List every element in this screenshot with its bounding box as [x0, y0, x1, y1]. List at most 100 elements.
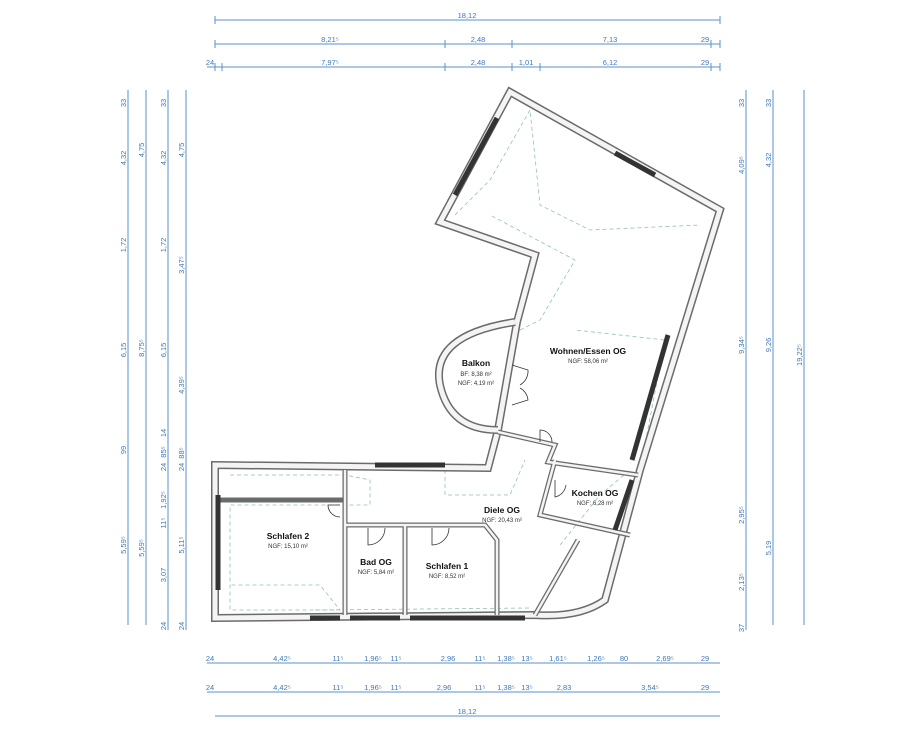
dim-label: 2,96: [441, 654, 456, 663]
room-name: Balkon: [462, 358, 490, 368]
dim-label: 4,09⁵: [737, 156, 746, 174]
dim-label: 11⁵: [333, 654, 344, 663]
room-area: NGF: 15,10 m²: [268, 544, 308, 550]
dim-label: 1,92⁵: [159, 491, 168, 509]
room-area: NGF: 4,19 m²: [458, 381, 494, 387]
dim-label: 99: [119, 446, 128, 454]
dim-label: 33: [764, 99, 773, 107]
dim-label: 9,26: [764, 338, 773, 353]
room-name: Diele OG: [484, 505, 520, 515]
dim-label: 2,48: [471, 35, 486, 44]
dim-label: 1,72: [119, 238, 128, 253]
room-area: BF: 8,38 m²: [460, 372, 491, 378]
dim-label: 24: [206, 58, 214, 67]
dim-label: 2,69⁵: [656, 654, 674, 663]
windows: [215, 116, 671, 621]
dim-label: 11⁵: [475, 683, 486, 692]
dim-label: 5,59⁵: [119, 536, 128, 554]
dim-label: 1,38⁵: [497, 683, 515, 692]
dim-label: 88⁵: [177, 447, 186, 458]
dim-label: 13⁵: [521, 683, 532, 692]
dim-label: 2,95⁵: [737, 506, 746, 524]
dim-label: 6,12: [603, 58, 618, 67]
dim-label: 11⁵: [159, 518, 168, 529]
room-area: NGF: 58,06 m²: [568, 359, 608, 365]
area-outlines: [229, 108, 701, 611]
dim-label: 1,38⁵: [497, 654, 515, 663]
top-dimensions: 18,12 8,21⁵ 2,48 7,13 29 24 7,97⁵ 2,48 1…: [206, 11, 721, 71]
dim-label: 6,15: [119, 343, 128, 358]
dim-label: 11⁵: [391, 654, 402, 663]
dim-label: 24: [206, 654, 214, 663]
dim-label: 24: [177, 463, 186, 471]
dim-label: 5,59⁵: [137, 539, 146, 557]
dim-label: 33: [119, 99, 128, 107]
dim-label: 33: [159, 99, 168, 107]
dim-label: 1,96⁵: [364, 654, 382, 663]
dim-label: 9,34⁵: [737, 336, 746, 354]
room-area: NGF: 5,84 m²: [358, 570, 394, 576]
walls: [211, 86, 725, 623]
dim-label: 2,96: [437, 683, 452, 692]
room-name: Schlafen 1: [426, 561, 469, 571]
room-name: Wohnen/Essen OG: [550, 346, 627, 356]
dim-label: 4,42⁵: [273, 654, 291, 663]
dim-label: 29: [701, 683, 709, 692]
dim-label: 24: [159, 622, 168, 630]
room-name: Schlafen 2: [267, 531, 310, 541]
room-diele: Diele OG NGF: 20,43 m²: [482, 505, 522, 524]
room-bad: Bad OG NGF: 5,84 m²: [358, 557, 394, 576]
right-dimensions: 33 4,09⁵ 9,34⁵ 2,95⁵ 2,13⁵ 37 33 4,32 9,…: [737, 90, 805, 632]
dim-label: 4,32: [119, 151, 128, 166]
dim-label: 2,83: [557, 683, 572, 692]
dim-label: 1,96⁵: [364, 683, 382, 692]
dim-label: 4,32: [764, 153, 773, 168]
dim-label: 1,01: [519, 58, 534, 67]
left-dimensions: 33 4,32 1,72 6,15 99 5,59⁵ 4,75 8,75⁵ 5,…: [119, 90, 187, 630]
dim-label: 4,75: [137, 143, 146, 158]
bottom-dimensions: 24 4,42⁵ 11⁵ 1,96⁵ 11⁵ 2,96 11⁵ 1,38⁵ 13…: [206, 654, 720, 717]
dim-label: 11⁵: [391, 683, 402, 692]
dim-label: 5,19: [764, 541, 773, 556]
dim-label: 4,75: [177, 143, 186, 158]
doors: [327, 364, 567, 546]
dim-label: 29: [701, 654, 709, 663]
dim-label: 7,13: [603, 35, 618, 44]
room-kochen: Kochen OG NGF: 6,28 m²: [572, 488, 619, 507]
dim-label: 3,07: [159, 568, 168, 583]
dim-label: 14: [159, 429, 168, 437]
room-schlafen-1: Schlafen 1 NGF: 8,52 m²: [426, 561, 469, 580]
dim-label: 18,12: [458, 707, 477, 716]
dim-label: 24: [159, 463, 168, 471]
dim-label: 37: [737, 624, 746, 632]
dim-label: 1,26⁵: [587, 654, 605, 663]
room-wohnen-essen: Wohnen/Essen OG NGF: 58,06 m²: [550, 346, 627, 365]
dim-label: 19,22⁵: [795, 344, 804, 366]
dim-label: 6,15: [159, 343, 168, 358]
dim-label: 4,39⁵: [177, 376, 186, 394]
dim-label: 13⁵: [521, 654, 532, 663]
room-area: NGF: 6,28 m²: [577, 501, 613, 507]
dim-label: 4,32: [159, 151, 168, 166]
dim-label: 8,21⁵: [321, 35, 339, 44]
dim-label: 4,42⁵: [273, 683, 291, 692]
dim-label: 1,72: [159, 238, 168, 253]
dim-label: 7,97⁵: [321, 58, 339, 67]
dim-label: 2,13⁵: [737, 573, 746, 591]
room-name: Bad OG: [360, 557, 392, 567]
dim-label: 24: [206, 683, 214, 692]
dim-label: 80: [620, 654, 628, 663]
room-area: NGF: 20,43 m²: [482, 518, 522, 524]
dim-label: 8,75⁵: [137, 339, 146, 357]
dim-label: 29: [701, 35, 709, 44]
dim-label: 5,11⁵: [177, 536, 186, 553]
room-balkon: Balkon BF: 8,38 m² NGF: 4,19 m²: [458, 358, 494, 387]
dim-label: 1,61⁵: [549, 654, 567, 663]
room-area: NGF: 8,52 m²: [429, 574, 465, 580]
dim-label: 3,47⁵: [177, 256, 186, 274]
dim-label: 18,12: [458, 11, 477, 20]
dim-label: 11⁵: [475, 654, 486, 663]
dim-label: 3,54⁵: [641, 683, 659, 692]
room-schlafen-2: Schlafen 2 NGF: 15,10 m²: [267, 531, 310, 550]
